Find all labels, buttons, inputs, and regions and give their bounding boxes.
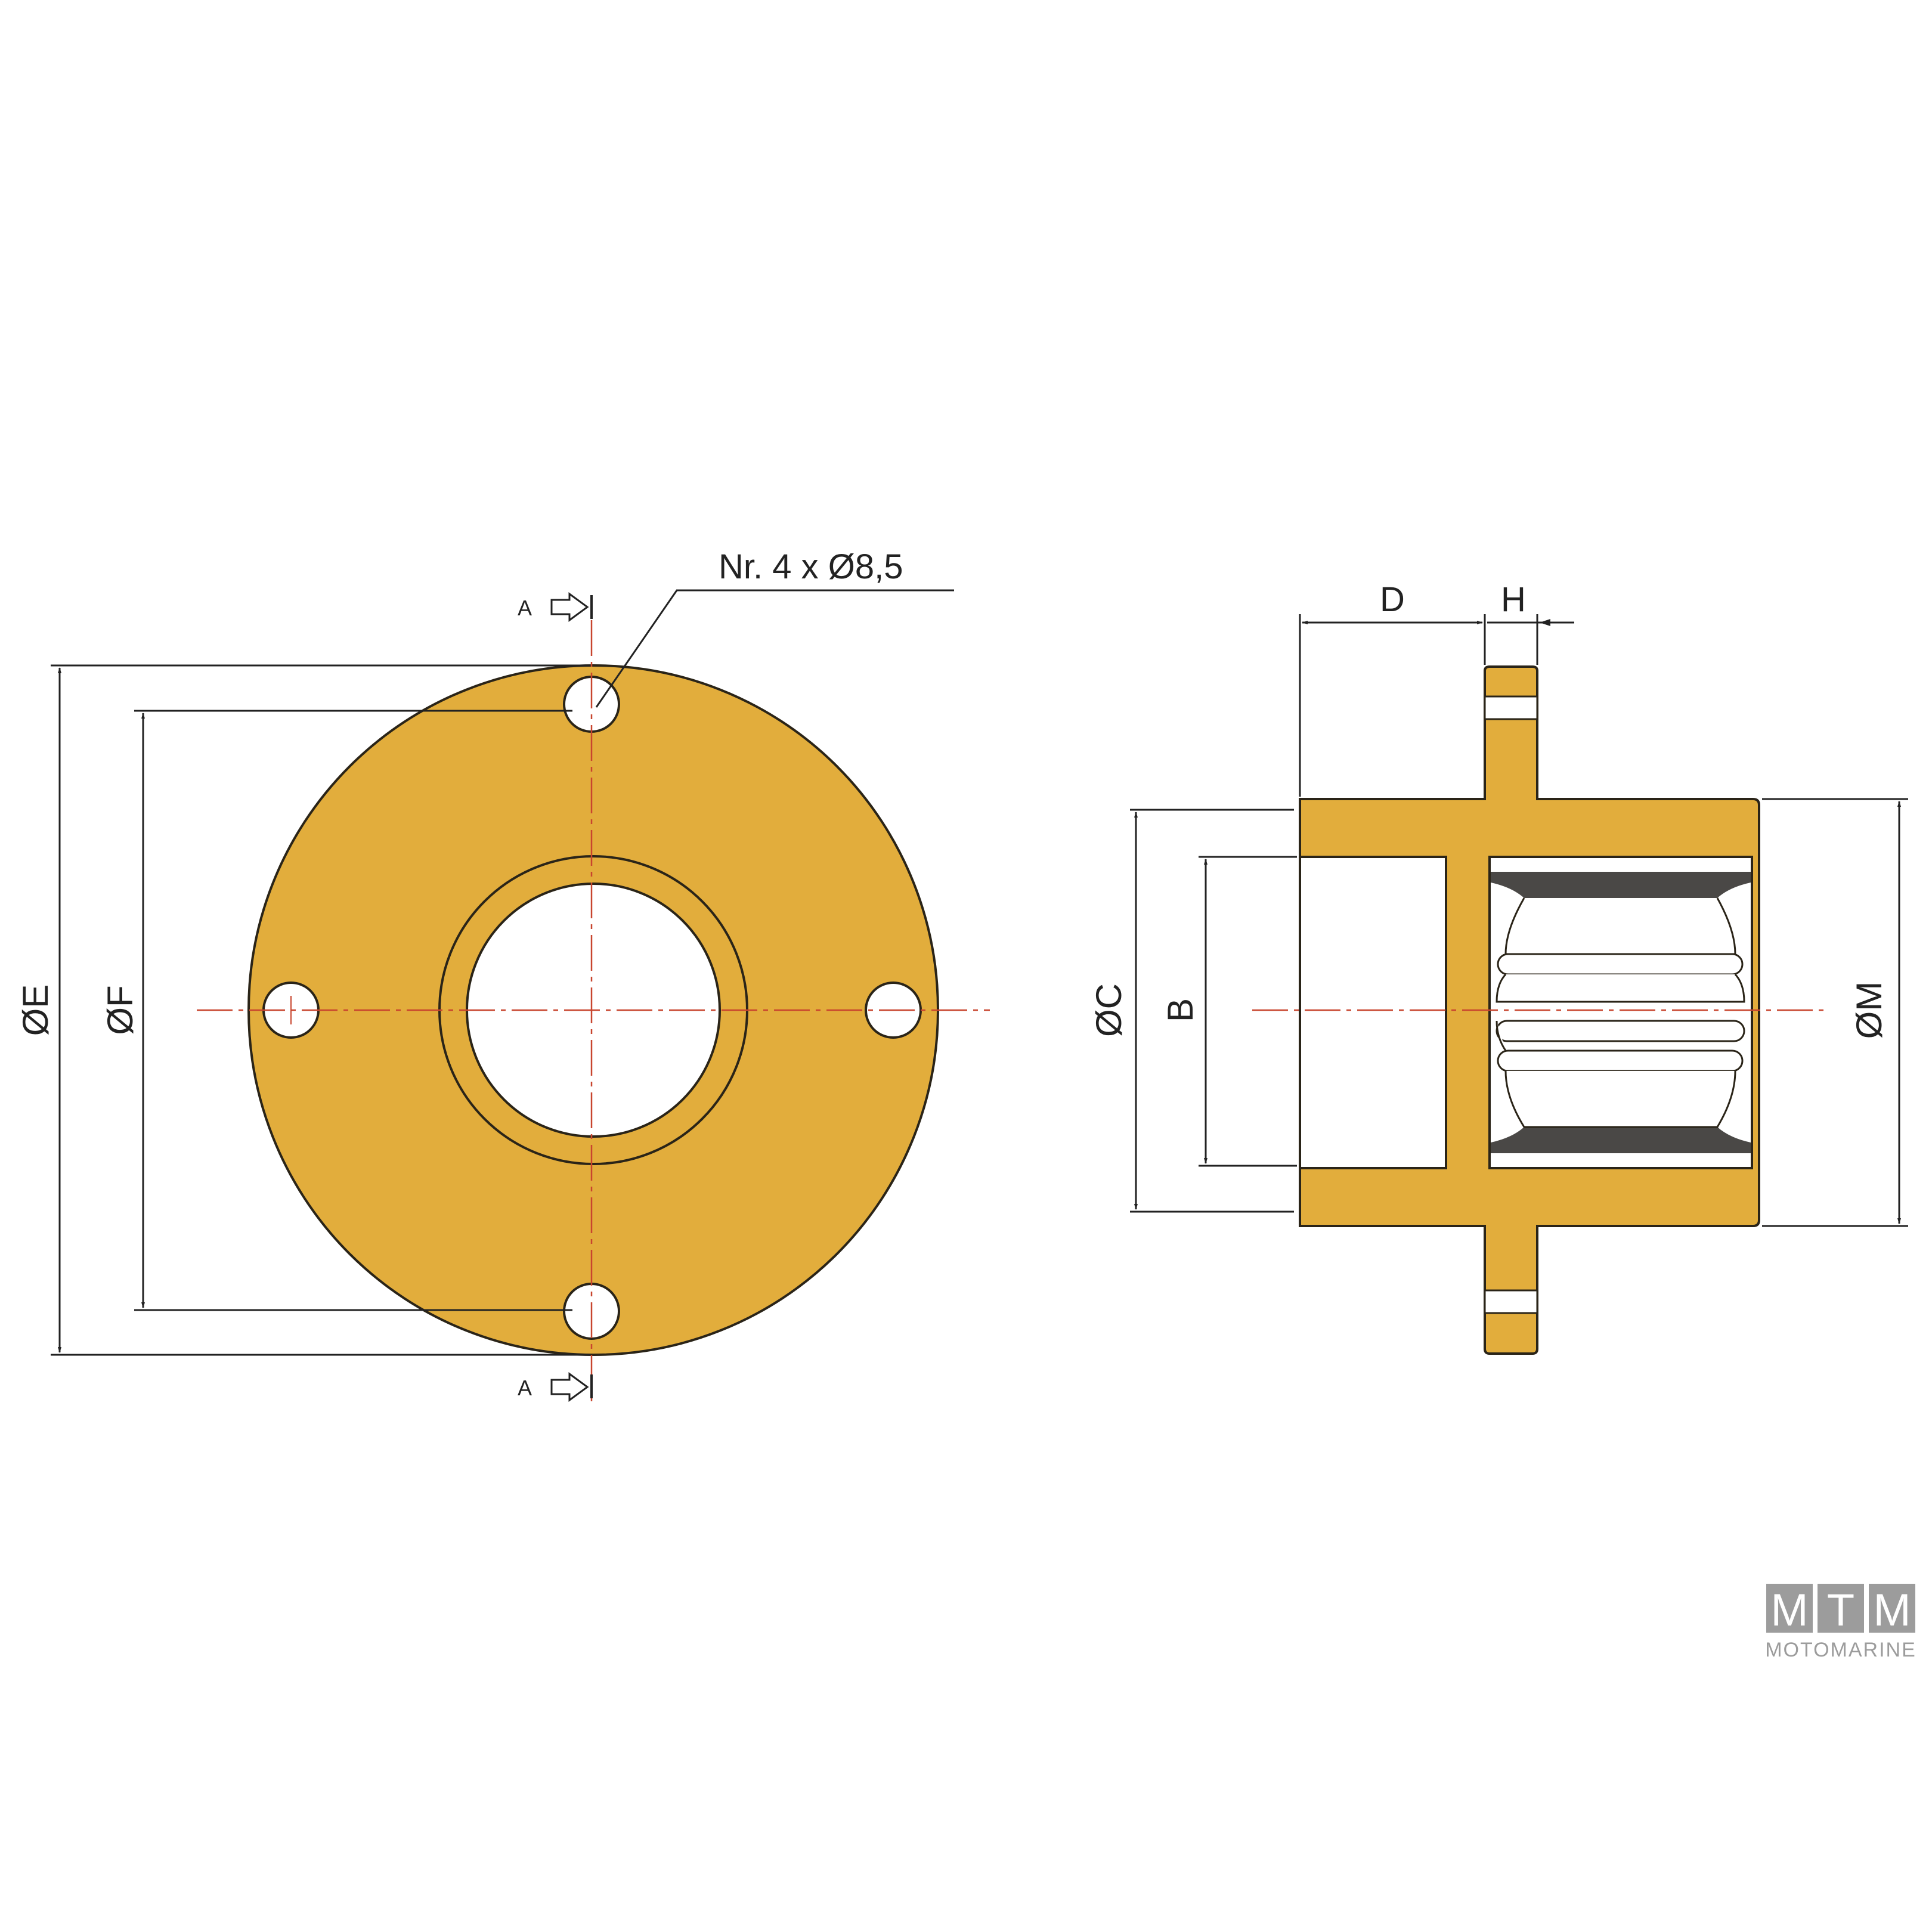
- section-mark-top: A: [518, 596, 532, 620]
- dim-h-label: H: [1501, 580, 1526, 619]
- rubber-lining-bottom: [1491, 1127, 1751, 1153]
- flange-hole-section-bottom: [1484, 1289, 1538, 1314]
- rubber-lining-top: [1491, 872, 1751, 898]
- housing-bore: [1299, 856, 1447, 1169]
- side-section-view: D H ØC B ØM: [1089, 580, 1908, 1355]
- logo-box-1: [1766, 1584, 1813, 1633]
- dim-d-label: D: [1380, 580, 1405, 619]
- section-arrow-bottom-icon: [550, 1372, 589, 1402]
- hole-callout-label: Nr. 4 x Ø8,5: [719, 547, 903, 586]
- section-mark-bottom: A: [518, 1376, 532, 1400]
- bearing-grooves: [1496, 897, 1745, 1128]
- logo-box-2: [1818, 1584, 1864, 1633]
- logo-letter-2: T: [1827, 1585, 1854, 1636]
- front-view: A A Nr. 4 x Ø8,5 ØE ØF: [16, 547, 990, 1402]
- dim-b-label: B: [1160, 998, 1200, 1022]
- dim-c-label: ØC: [1089, 983, 1129, 1037]
- dim-m-label: ØM: [1849, 982, 1889, 1039]
- dim-h-arrow: [1540, 619, 1550, 626]
- flange-hole-section-top: [1484, 695, 1538, 720]
- logo-box-3: [1869, 1584, 1915, 1633]
- logo-letter-3: M: [1873, 1585, 1911, 1636]
- mtm-logo: M T M MOTOMARINE: [1765, 1584, 1916, 1661]
- logo-tagline: MOTOMARINE: [1765, 1639, 1916, 1661]
- section-arrow-top-icon: [550, 592, 589, 622]
- logo-letter-1: M: [1770, 1585, 1808, 1636]
- dim-f-label: ØF: [100, 985, 140, 1035]
- hole-callout-leader: [595, 589, 954, 708]
- dim-e-label: ØE: [16, 984, 55, 1036]
